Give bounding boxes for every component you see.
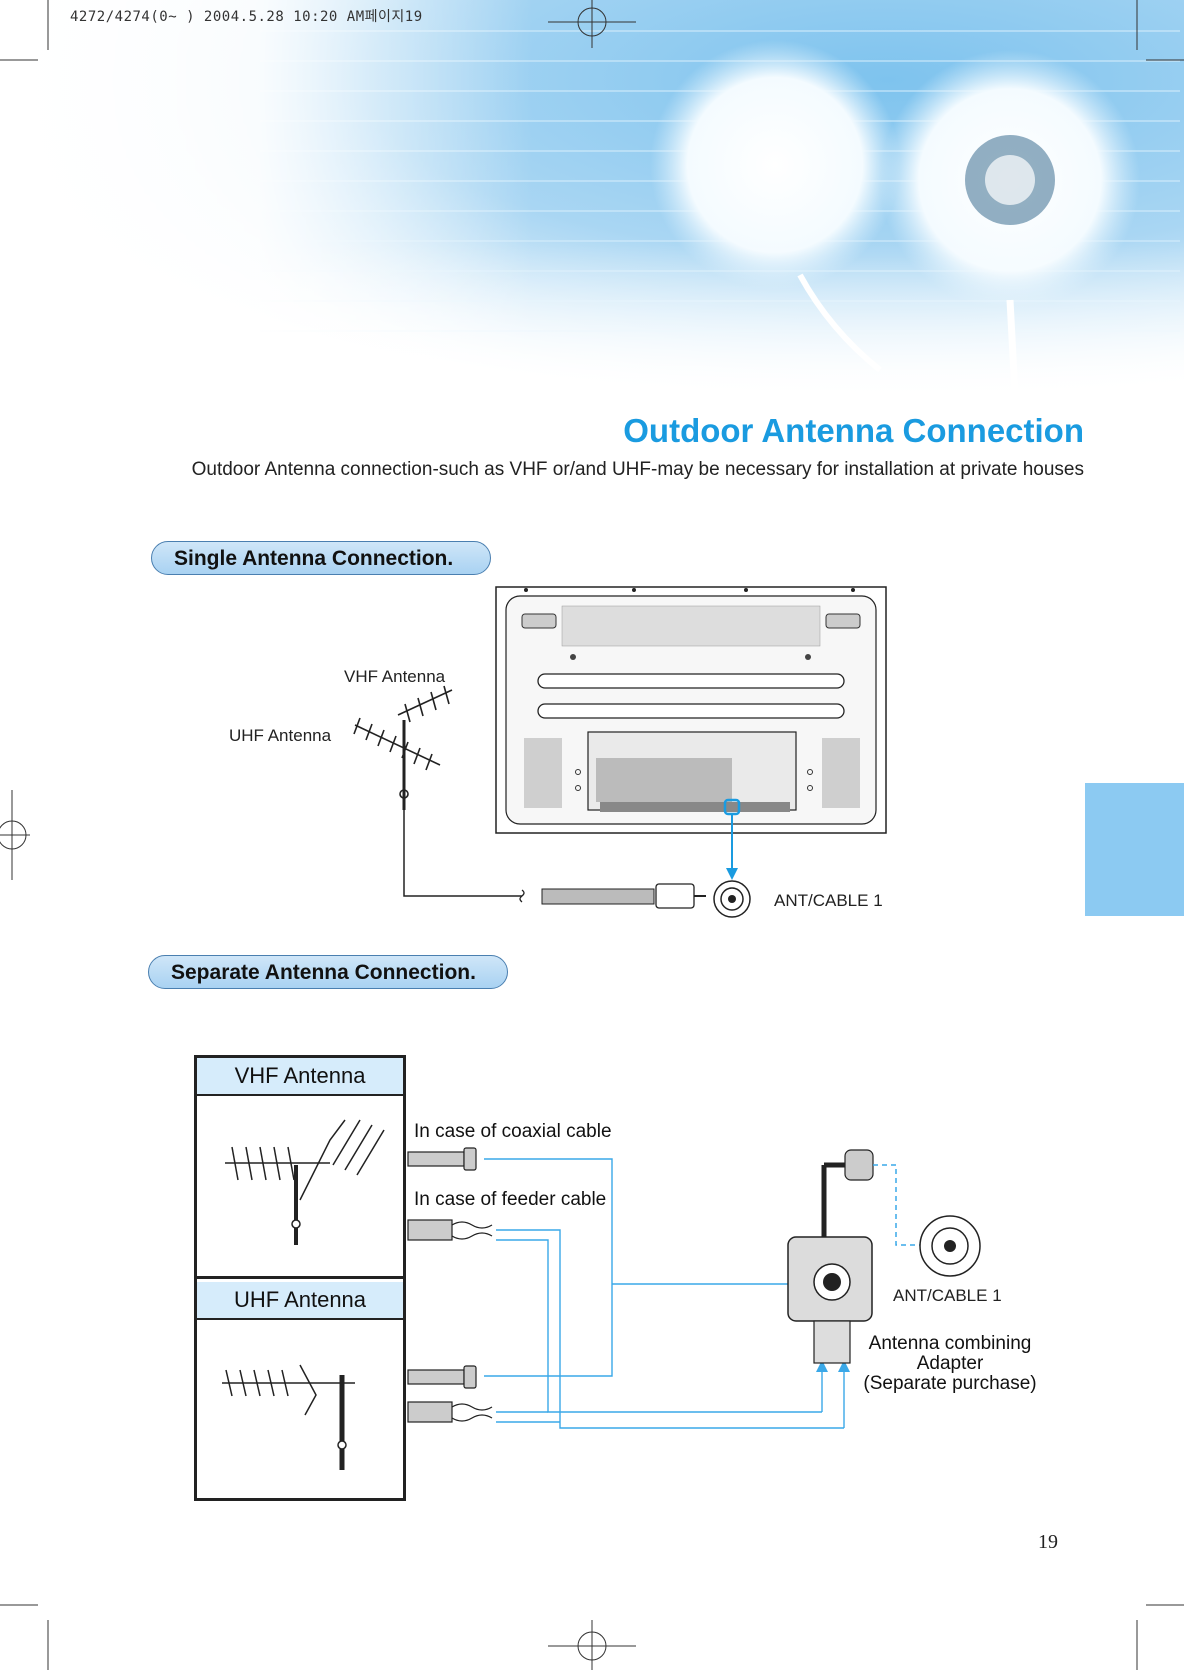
- vhf-antenna-label: VHF Antenna: [344, 667, 446, 686]
- ant-cable-port-icon: [713, 880, 751, 918]
- adapter-label-line2: Adapter: [916, 1353, 984, 1374]
- page-subtitle: Outdoor Antenna connection-such as VHF o…: [191, 459, 1084, 480]
- page-title: Outdoor Antenna Connection: [623, 412, 1084, 449]
- adapter-label-line3: (Separate purchase): [863, 1373, 1037, 1394]
- uhf-antenna-icon: [222, 1364, 355, 1470]
- uhf-antenna-label: UHF Antenna: [229, 726, 332, 745]
- adapter-label-line1: Antenna combining: [868, 1333, 1032, 1354]
- ant-cable-label-2: ANT/CABLE 1: [893, 1286, 1002, 1305]
- vhf-antenna-icon: [225, 1119, 385, 1245]
- antenna-adapter-icon: [787, 1149, 874, 1364]
- coaxial-cable-label: In case of coaxial cable: [414, 1121, 612, 1142]
- page-number: 19: [1038, 1531, 1058, 1553]
- box-divider: [197, 1276, 403, 1279]
- vhf-antenna-box-title: VHF Antenna: [197, 1058, 403, 1096]
- uhf-antenna-box-title: UHF Antenna: [197, 1282, 403, 1320]
- outdoor-antenna-icon: [353, 685, 453, 810]
- tv-back-panel: [495, 586, 887, 834]
- print-header: 4272/4274(0~ ) 2004.5.28 10:20 AM페이지19: [70, 9, 423, 25]
- feeder-cable-label: In case of feeder cable: [414, 1189, 607, 1210]
- chapter-tab: [1085, 783, 1184, 916]
- ant-cable-label: ANT/CABLE 1: [774, 891, 883, 910]
- separate-antenna-heading: Separate Antenna Connection.: [148, 955, 508, 989]
- single-antenna-heading: Single Antenna Connection.: [151, 541, 491, 575]
- ant-cable-port-icon-2: [919, 1215, 981, 1277]
- antenna-box: [194, 1055, 406, 1501]
- dandelion-banner-image: [0, 0, 1184, 400]
